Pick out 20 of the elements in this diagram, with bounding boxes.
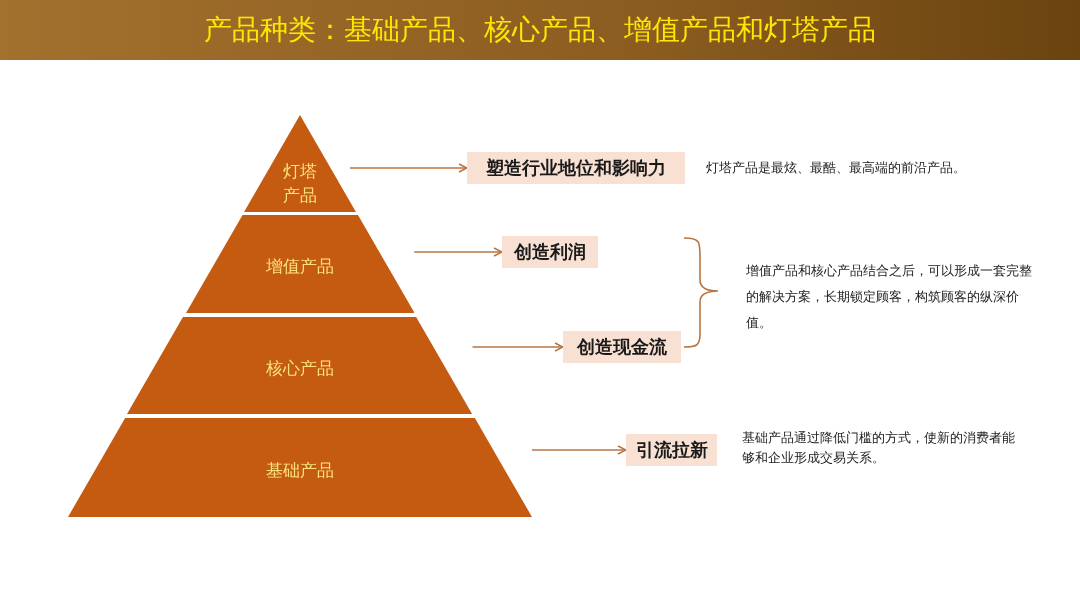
outcome-box: 创造利润 <box>502 236 598 268</box>
pyramid-tier-triangle <box>244 115 356 212</box>
pyramid-tier-trapezoid <box>185 215 415 313</box>
outcome-box: 创造现金流 <box>563 331 681 363</box>
note-text: 增值产品和核心产品结合之后，可以形成一套完整的解决方案，长期锁定顾客，构筑顾客的纵深价值。 <box>746 262 1033 332</box>
pyramid-tier-trapezoid <box>127 317 473 414</box>
pyramid-tier-trapezoid <box>68 418 532 517</box>
tier-label: 核心产品 <box>265 356 335 380</box>
arrow <box>413 247 503 257</box>
outcome-box: 塑造行业地位和影响力 <box>467 152 685 184</box>
tier-label: 灯塔产品 <box>282 160 318 207</box>
note-text: 基础产品通过降低门槛的方式，使新的消费者能够和企业形成交易关系。 <box>742 429 1016 467</box>
arrow <box>531 445 627 455</box>
tier-label: 增值产品 <box>265 255 335 278</box>
arrow <box>349 163 468 173</box>
arrow <box>471 342 564 352</box>
outcome-box: 引流拉新 <box>626 434 717 466</box>
tier-label: 基础产品 <box>265 458 335 482</box>
title: 产品种类：基础产品、核心产品、增值产品和灯塔产品 <box>203 12 877 48</box>
note-text: 灯塔产品是最炫、最酷、最高端的前沿产品。 <box>706 159 967 177</box>
